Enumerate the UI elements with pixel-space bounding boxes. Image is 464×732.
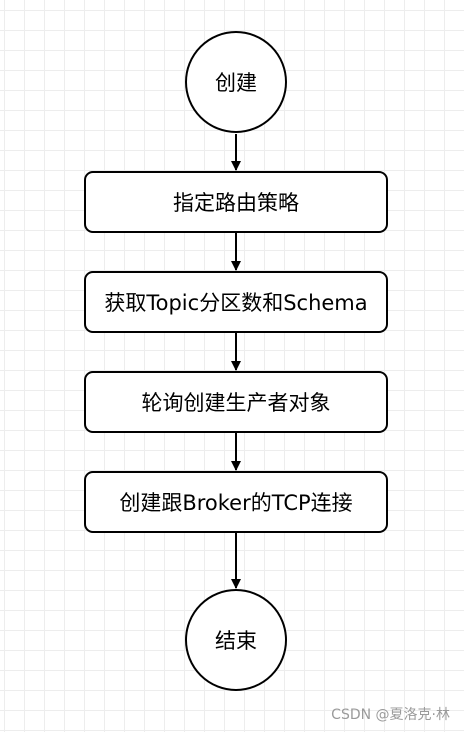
step-node-1	[84, 171, 388, 233]
end-node	[185, 589, 287, 691]
step-node-3	[84, 371, 388, 433]
start-node	[185, 31, 287, 133]
watermark: CSDN @夏洛克·林	[331, 707, 450, 723]
step-node-2	[84, 271, 388, 333]
step-node-4	[84, 471, 388, 533]
